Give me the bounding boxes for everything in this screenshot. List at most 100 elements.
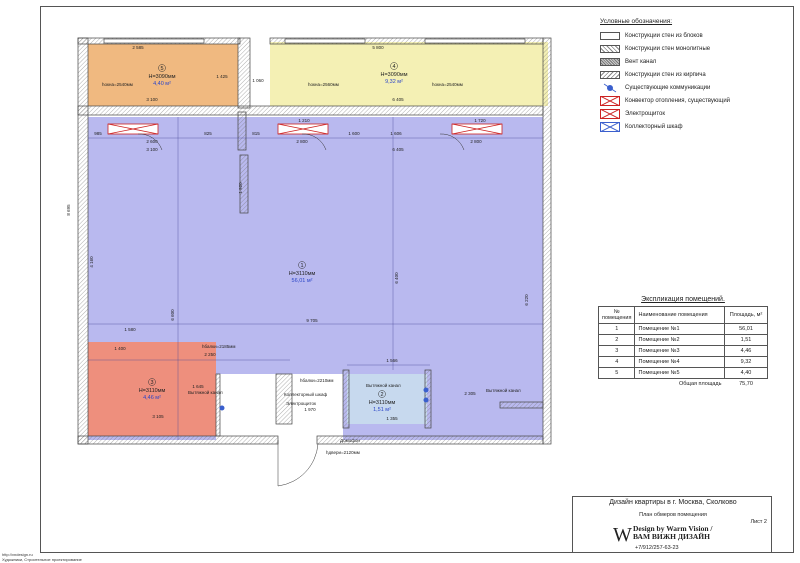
room-5-number-icon: [158, 64, 166, 72]
phone: +7/912/257-63-23: [635, 545, 679, 551]
legend-swatch-vent: [600, 57, 620, 66]
logo-icon: W: [613, 524, 632, 546]
electro-panel-icon: [600, 108, 620, 119]
room-3-number-icon: [148, 378, 156, 386]
dim-1720: 1 720: [474, 118, 486, 123]
table-row: 1 Помещение №1 56,01: [597, 323, 768, 335]
dim-1400: 1 400: [114, 346, 126, 351]
drawing-frame: [40, 6, 794, 553]
dim-1606: 1 606: [390, 131, 402, 136]
dim-1566: 1 566: [386, 358, 398, 363]
convector-icon: [600, 95, 620, 106]
table-row: 2 Помещение №2 1,51: [597, 334, 768, 346]
dimension-grid: [88, 117, 543, 440]
room-3: [88, 342, 216, 436]
label-beam-1: hбалки=2185мм: [202, 344, 235, 349]
communications: [219, 387, 429, 411]
room-3-area: 4,46 м²: [143, 395, 161, 401]
label-door-height: hдвери=2120мм: [326, 450, 360, 455]
dim-6600: 6 600: [170, 309, 175, 321]
table-row: 5 Помещение №5 4,40: [597, 367, 768, 379]
sheet-name: План обмеров помещения: [639, 512, 707, 518]
label-electro: Электрощиток: [286, 401, 316, 406]
label-intercom: Домофон: [340, 438, 360, 443]
dim-2250: 2 250: [204, 352, 216, 357]
dim-1970: 1 970: [304, 407, 316, 412]
windows: [103, 38, 526, 44]
table-row: 3 Помещение №3 4,46: [597, 345, 768, 357]
dim-5800: 5 800: [372, 45, 384, 50]
legend-item: Вент канал: [600, 55, 790, 68]
dim-3100-b: 3 100: [146, 147, 158, 152]
dim-985: 985: [94, 131, 102, 136]
dim-2800-a: 2 800: [296, 139, 308, 144]
legend-item: Коллекторный шкаф: [600, 120, 790, 133]
dim-1920: 1 920: [238, 182, 243, 194]
floor-plan: 1 Н=3110мм 56,01 м² 2 Н=3110мм 1,51 м² 3…: [66, 37, 552, 487]
label-vent-1: Вытяжной канал: [188, 389, 223, 395]
dim-815: 815: [252, 131, 260, 136]
explication: Экспликация помещений. № помещения Наиме…: [597, 296, 768, 389]
room-3-number: 3: [150, 380, 153, 386]
room-2-number: 2: [380, 392, 383, 398]
room-5: [88, 44, 238, 106]
dim-1580: 1 580: [124, 327, 136, 332]
dim-1645: 1 645: [192, 384, 204, 389]
room-5-area: 4,40 м²: [153, 81, 171, 87]
label-beam-2: hбалки=2210мм: [300, 378, 333, 383]
dim-6220: 6 220: [524, 294, 529, 306]
room-4-number-icon: [390, 62, 398, 70]
dim-3105: 3 105: [152, 414, 164, 419]
legend-swatch-blocks: [600, 31, 620, 40]
dim-2800-b: 2 800: [470, 139, 482, 144]
collector-cabinet-icon: [600, 121, 620, 132]
legend-item: Конвектор отопления, существующий: [600, 94, 790, 107]
explication-title: Экспликация помещений.: [641, 296, 725, 303]
brand-name: Design by Warm Vision / ВАМ ВИЖН ДИЗАЙН: [633, 524, 713, 541]
room-1-height: Н=3110мм: [289, 271, 316, 277]
dim-4160: 4 160: [89, 256, 94, 268]
dim-2600: 2 600: [146, 139, 158, 144]
dim-1355: 1 355: [386, 416, 398, 421]
label-window-1: hокна=2540мм: [102, 82, 133, 87]
legend-item: Существующие коммуникации: [600, 81, 790, 94]
title-block: Дизайн квартиры в г. Москва, Сколково Пл…: [572, 496, 772, 553]
dim-2305: 2 305: [464, 391, 476, 396]
dim-3100: 3 100: [146, 97, 158, 102]
dim-825: 825: [204, 131, 212, 136]
label-window-3: hокна=2540мм: [432, 82, 463, 87]
table-total-row: Общая площадь 75,70: [679, 381, 753, 387]
room-4: [270, 42, 548, 106]
legend-item: Конструкции стен из кирпича: [600, 68, 790, 81]
room-2-area: 1,51 м²: [373, 407, 391, 413]
dim-2585: 2 585: [132, 45, 144, 50]
table-row: 4 Помещение №4 9,32: [597, 356, 768, 368]
dim-1060: 1 060: [252, 78, 264, 83]
legend-item: Электрощиток: [600, 107, 790, 120]
room-2-height: Н=3110мм: [369, 400, 396, 406]
table-header: № помещения Наименование помещения Площа…: [597, 306, 768, 324]
dim-1210: 1 210: [298, 118, 310, 123]
footer-company: Художники, Строительное проектирование: [2, 557, 82, 562]
dim-9705: 9 705: [306, 318, 318, 323]
dim-6400: 6 400: [394, 272, 399, 284]
label-collector: Коллекторный шкаф: [284, 391, 327, 397]
legend-title: Условные обозначения:: [600, 18, 673, 25]
dim-1600: 1 600: [348, 131, 360, 136]
dim-6405: 6 405: [392, 97, 404, 102]
legend-item: Конструкции стен из блоков: [600, 29, 790, 42]
room-4-height: Н=3090мм: [381, 72, 408, 78]
dim-1425: 1 425: [216, 74, 228, 79]
label-window-2: hокна=2560мм: [308, 82, 339, 87]
legend: Условные обозначения: Конструкции стен и…: [600, 18, 790, 133]
room-1-number-icon: [298, 261, 306, 269]
legend-item: Конструкции стен монолитные: [600, 42, 790, 55]
sheet-number: Лист 2: [750, 519, 767, 525]
room-1-number: 1: [300, 263, 303, 269]
label-vent-3: Вытяжной канал: [486, 387, 521, 393]
doors: [137, 133, 465, 487]
footer-url: http://vndesign.ru: [2, 552, 33, 557]
room-2-number-icon: [378, 390, 386, 398]
room-1-area: 56,01 м²: [292, 278, 313, 284]
legend-swatch-brick: [600, 70, 620, 79]
